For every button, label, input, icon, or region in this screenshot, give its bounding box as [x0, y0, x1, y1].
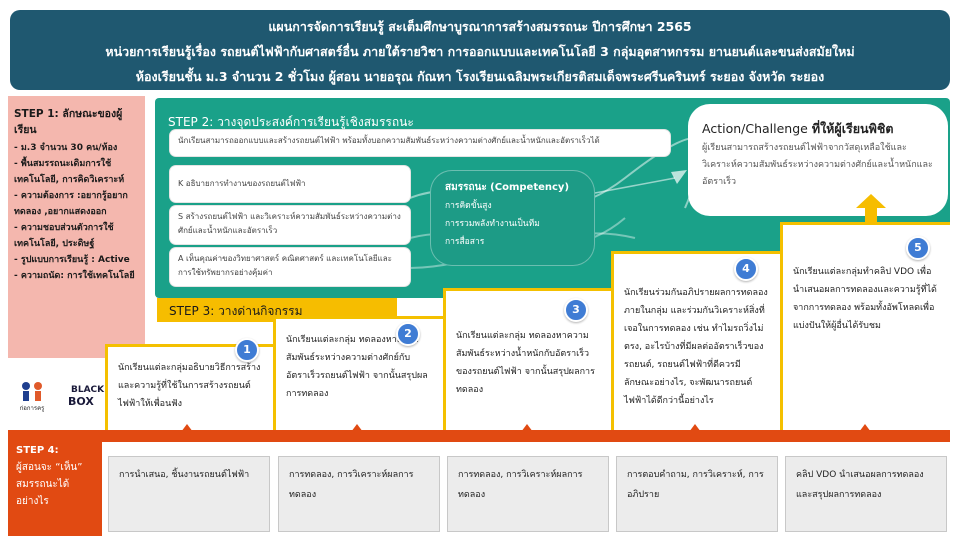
blackbox-logo: BLACK BOX	[68, 376, 105, 408]
step1-title: STEP 1: ลักษณะของผู้เรียน	[14, 108, 123, 136]
step-badge-5: 5	[906, 236, 930, 260]
action-title-bold: ที่ให้ผู้เรียนพิชิต	[811, 121, 894, 136]
action-text: ผู้เรียนสามารถสร้างรถยนต์ไฟฟ้าจากวัสดุเห…	[702, 143, 933, 187]
step1-item: - ความต้องการ :อยากรู้อยากทดลอง ,อยากแสด…	[14, 191, 128, 217]
step-badge-1: 1	[235, 338, 259, 362]
activity-text: นักเรียนร่วมกันอภิปรายผลการทดลองภายในกลุ…	[624, 288, 768, 406]
evidence-text: การทดลอง, การวิเคราะห์ผลการทดลอง	[458, 470, 583, 500]
activity-box-3: นักเรียนแต่ละกลุ่ม ทดลองหาความสัมพันธ์ระ…	[443, 288, 611, 430]
activity-text: นักเรียนแต่ละกลุ่ม ทดลองหาความสัมพันธ์ระ…	[456, 331, 595, 395]
up-arrow-icon	[686, 424, 704, 436]
evidence-text: การตอบคำถาม, การวิเคราะห์, การอภิปราย	[627, 470, 764, 500]
header-line-3: ห้องเรียนชั้น ม.3 จำนวน 2 ชั่วโมง ผู้สอน…	[135, 69, 825, 84]
evidence-box-5: คลิป VDO นำเสนอผลการทดลองและสรุปผลการทดล…	[785, 456, 947, 532]
activity-text: นักเรียนแต่ละกลุ่มอธิบายวิธีการสร้าง และ…	[118, 363, 261, 409]
evidence-text: การนำเสนอ, ชิ้นงานรถยนต์ไฟฟ้า	[119, 470, 250, 480]
step1-item: - ม.3 จำนวน 30 คน/ห้อง	[14, 143, 118, 153]
step1-item: - รูปแบบการเรียนรู้ : Active	[14, 255, 130, 265]
up-arrow-icon	[178, 424, 196, 436]
activity-text: นักเรียนแต่ละกลุ่ม ทดลองหาความสัมพันธ์ระ…	[286, 335, 428, 399]
evidence-text: คลิป VDO นำเสนอผลการทดลองและสรุปผลการทดล…	[796, 470, 924, 500]
competency-box: สมรรถนะ (Competency) การคิดขั้นสูง การรว…	[430, 170, 595, 266]
action-title: Action/Challenge ที่ให้ผู้เรียนพิชิต	[702, 120, 934, 137]
evidence-box-4: การตอบคำถาม, การวิเคราะห์, การอภิปราย	[616, 456, 778, 532]
svg-text:BLACK: BLACK	[71, 385, 105, 395]
activity-text: นักเรียนแต่ละกลุ่มทำคลิป VDO เพื่อนำเสนอ…	[793, 267, 937, 331]
up-arrow-icon	[348, 424, 366, 436]
logo-left-text: ก่อการครู	[20, 405, 45, 412]
step-badge-4: 4	[734, 257, 758, 281]
up-arrow-icon	[518, 424, 536, 436]
step-badge-3: 3	[564, 298, 588, 322]
evidence-text: การทดลอง, การวิเคราะห์ผลการทดลอง	[289, 470, 414, 500]
objective-main: นักเรียนสามารถออกแบบและสร้างรถยนต์ไฟฟ้า …	[170, 130, 670, 156]
logo-group: ก่อการครู BLACK BOX	[20, 376, 105, 412]
step1-panel: STEP 1: ลักษณะของผู้เรียน - ม.3 จำนวน 30…	[8, 96, 145, 358]
step-badge-2: 2	[396, 322, 420, 346]
step4-bar	[102, 430, 950, 442]
evidence-box-3: การทดลอง, การวิเคราะห์ผลการทดลอง	[447, 456, 609, 532]
action-challenge-box: Action/Challenge ที่ให้ผู้เรียนพิชิต ผู้…	[688, 104, 948, 216]
up-arrow-to-action-icon	[856, 194, 886, 224]
competency-title: สมรรถนะ (Competency)	[445, 182, 570, 193]
competency-item: การคิดขั้นสูง	[445, 201, 492, 211]
step4-text: ผู้สอนจะ “เห็น” สมรรถนะได้อย่างไร	[16, 462, 83, 507]
step4-title: STEP 4:	[16, 445, 59, 456]
kokarnkru-logo: ก่อการครู	[20, 382, 45, 412]
step1-item: - ความชอบส่วนตัวการใช้เทคโนโลยี, ประดิษฐ…	[14, 223, 114, 249]
header-banner: แผนการจัดการเรียนรู้ สะเต็มศึกษาบูรณาการ…	[10, 10, 950, 90]
competency-item: การรวมพลังทำงานเป็นทีม	[445, 219, 540, 229]
activity-box-4: นักเรียนร่วมกันอภิปรายผลการทดลองภายในกลุ…	[611, 251, 780, 430]
up-arrow-icon	[856, 424, 874, 436]
step1-item: - พื้นสมรรถนะเดิมการใช้เทคโนโลยี, การคิด…	[14, 159, 125, 185]
logos: ก่อการครู BLACK BOX	[8, 366, 145, 426]
objective-s: S สร้างรถยนต์ไฟฟ้า และวิเคราะห์ความสัมพั…	[170, 206, 410, 244]
evidence-box-2: การทดลอง, การวิเคราะห์ผลการทดลอง	[278, 456, 440, 532]
competency-item: การสื่อสาร	[445, 237, 485, 247]
step4-panel: STEP 4: ผู้สอนจะ “เห็น” สมรรถนะได้อย่างไ…	[8, 430, 102, 536]
header-line-2: หน่วยการเรียนรู้เรื่อง รถยนต์ไฟฟ้ากับศาส…	[105, 44, 855, 59]
objective-k: K อธิบายการทำงานของรถยนต์ไฟฟ้า	[170, 166, 410, 202]
action-title-plain: Action/Challenge	[702, 121, 812, 136]
svg-text:BOX: BOX	[68, 395, 94, 408]
step1-item: - ความถนัด: การใช้เทคโนโลยี	[14, 271, 135, 281]
header-line-1: แผนการจัดการเรียนรู้ สะเต็มศึกษาบูรณาการ…	[268, 19, 692, 34]
objective-a: A เห็นคุณค่าของวิทยาศาสตร์ คณิตศาสตร์ แล…	[170, 248, 410, 286]
evidence-box-1: การนำเสนอ, ชิ้นงานรถยนต์ไฟฟ้า	[108, 456, 270, 532]
step2-title: STEP 2: วางจุดประสงค์การเรียนรู้เชิงสมรร…	[168, 115, 414, 129]
